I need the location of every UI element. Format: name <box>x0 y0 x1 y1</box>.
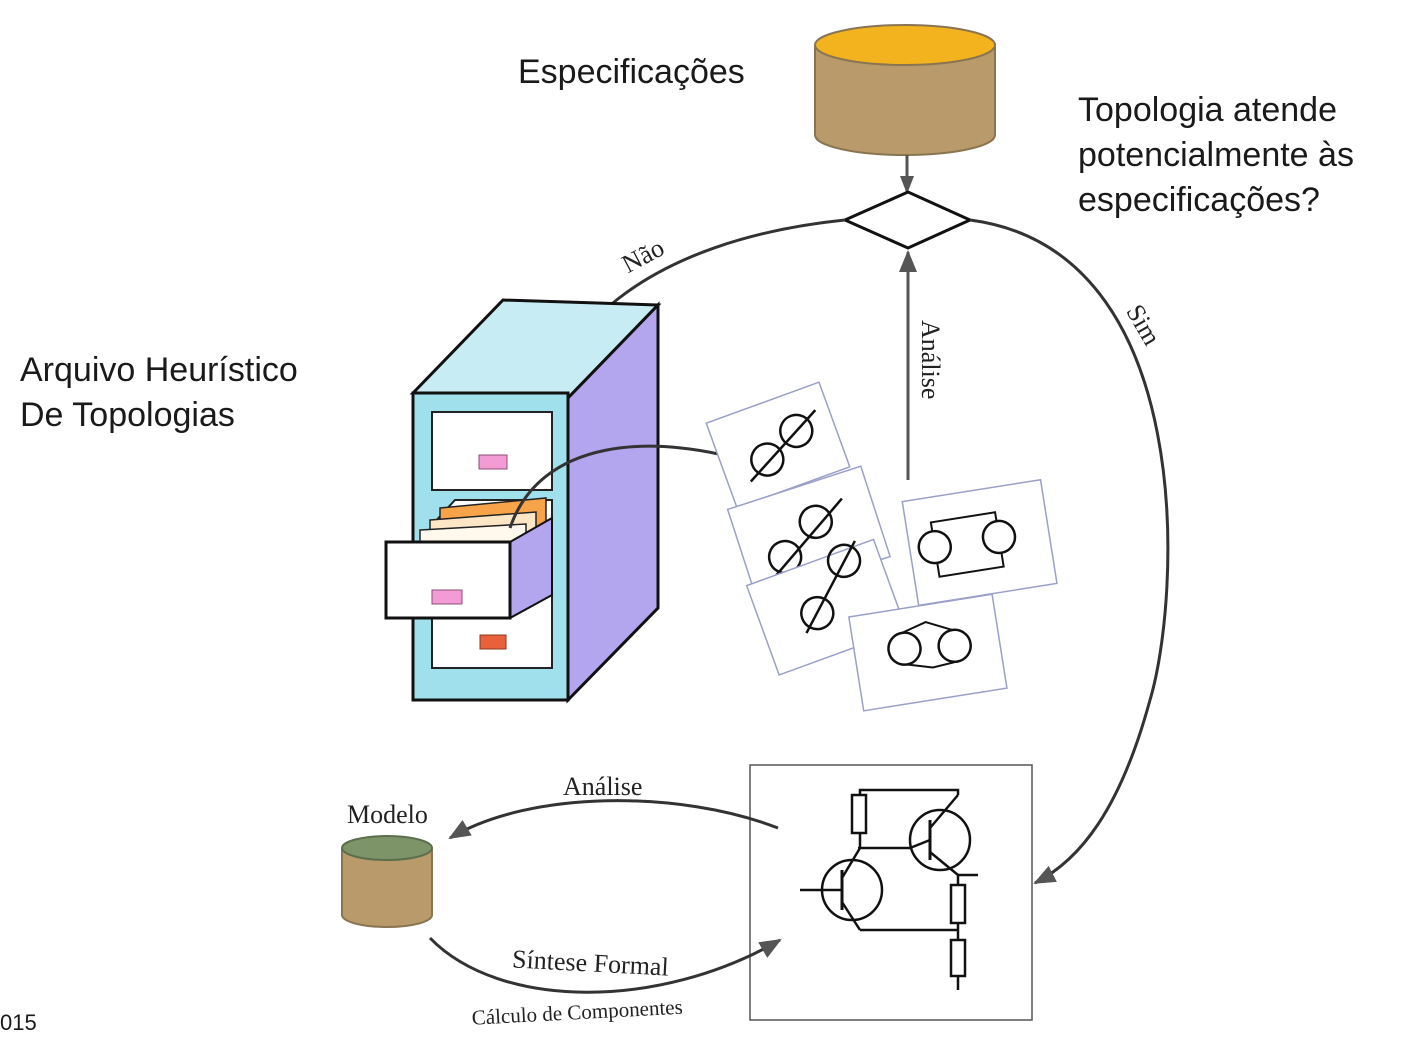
analysis-to-model-label: Análise <box>563 772 642 801</box>
filing-cabinet-icon <box>384 298 662 704</box>
circuit-schematic <box>749 764 1033 1021</box>
model-database-icon <box>341 835 433 928</box>
analysis-up-label: Análise <box>916 320 945 399</box>
specifications-label: Especificações <box>518 53 745 91</box>
decision-question-line-3: especificações? <box>1078 180 1320 219</box>
synthesis-arrow <box>428 936 782 994</box>
footer-fragment: 015 <box>0 1010 37 1035</box>
model-label: Modelo <box>347 800 428 829</box>
yes-branch-arrow <box>969 218 1170 885</box>
decision-question-line-1: Topologia atende <box>1078 91 1338 129</box>
topology-card <box>848 593 1008 712</box>
topology-card <box>705 381 851 509</box>
heuristic-archive-label: Arquivo Heurístico De Topologias <box>20 348 298 438</box>
heuristic-archive-line-1: Arquivo Heurístico <box>20 351 298 389</box>
topology-card <box>901 478 1058 607</box>
analysis-to-model-arrow <box>448 799 779 840</box>
heuristic-archive-line-2: De Topologias <box>20 395 235 434</box>
decision-diamond <box>841 190 974 250</box>
decision-question-line-2: potencialmente às <box>1078 135 1354 174</box>
specifications-database-icon <box>814 24 996 156</box>
synthesis-label: Síntese Formal <box>511 944 669 981</box>
decision-question: Topologia atende potencialmente às espec… <box>1078 88 1354 223</box>
components-calculation-label: Cálculo de Componentes <box>471 995 683 1030</box>
